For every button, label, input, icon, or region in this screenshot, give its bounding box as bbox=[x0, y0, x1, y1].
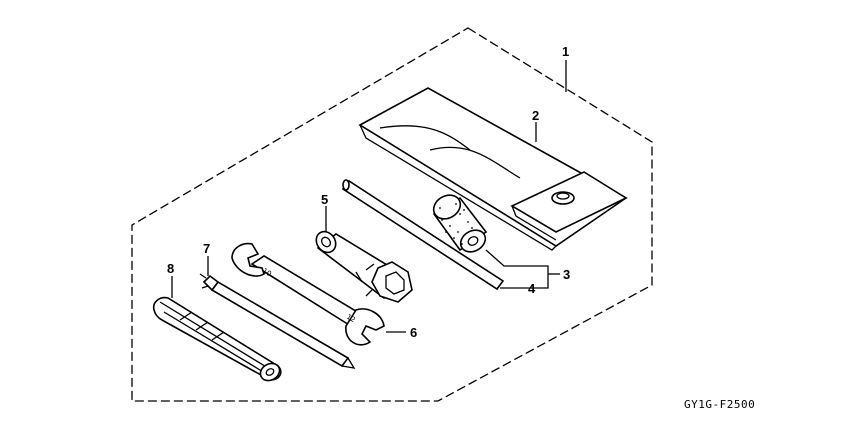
kit-boundary-outline bbox=[131, 27, 653, 402]
callout-5: 5 bbox=[321, 192, 328, 207]
callout-6: 6 bbox=[410, 325, 417, 340]
extension-bar bbox=[341, 179, 505, 291]
svg-text:12: 12 bbox=[345, 313, 357, 324]
screwdriver-shaft bbox=[199, 273, 356, 369]
open-end-wrench: 10 12 bbox=[231, 242, 385, 346]
leader-line-3-4-bracket bbox=[485, 249, 549, 289]
callout-4: 4 bbox=[528, 281, 536, 296]
callout-3: 3 bbox=[563, 267, 570, 282]
tool-grip-sponge bbox=[432, 194, 488, 253]
svg-text:10: 10 bbox=[261, 267, 273, 278]
callout-1: 1 bbox=[562, 44, 569, 59]
callout-7: 7 bbox=[203, 241, 210, 256]
callout-8: 8 bbox=[167, 261, 174, 276]
tool-bag bbox=[358, 87, 628, 251]
drawing-code: GY1G-F2500 bbox=[684, 398, 755, 411]
socket-wrench bbox=[315, 230, 413, 303]
callout-2: 2 bbox=[532, 108, 539, 123]
screwdriver-handle bbox=[152, 296, 282, 382]
